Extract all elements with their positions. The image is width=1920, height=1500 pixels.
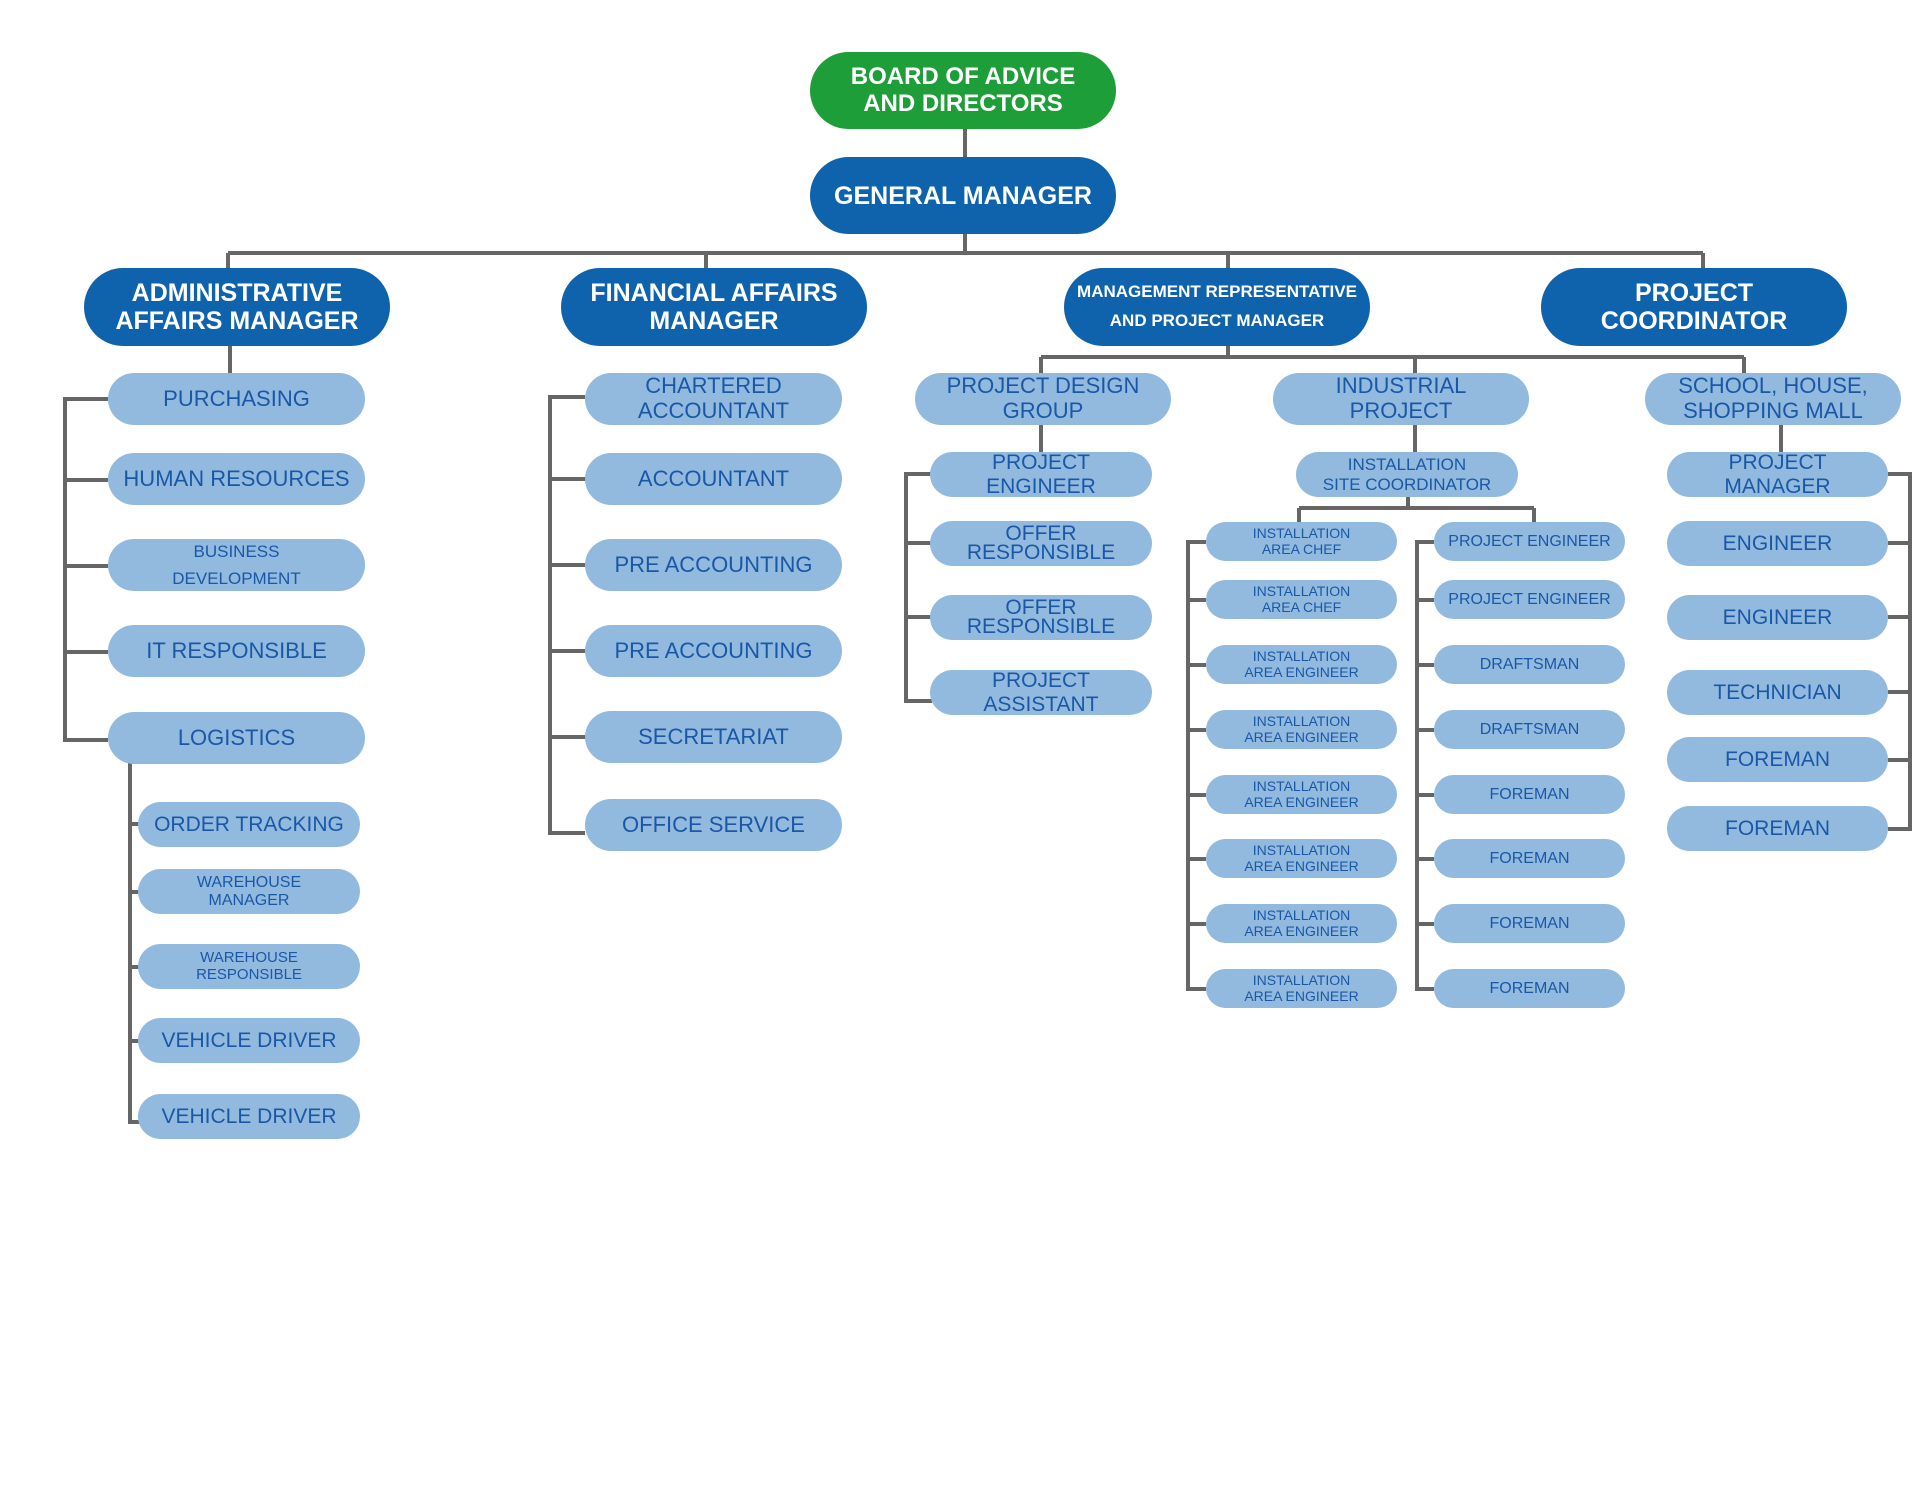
business-development-node: BUSINESS DEVELOPMENT	[108, 539, 365, 591]
project-coordinator-node: PROJECT COORDINATOR	[1541, 268, 1847, 346]
human-resources-node: HUMAN RESOURCES	[108, 453, 365, 505]
installation-node: INSTALLATION AREA ENGINEER	[1206, 775, 1397, 814]
industrial-staff-node: FOREMAN	[1434, 839, 1625, 878]
offer-responsible-node: OFFER RESPONSIBLE	[930, 521, 1152, 566]
installation-node: INSTALLATION AREA CHEF	[1206, 580, 1397, 619]
installation-node: INSTALLATION AREA ENGINEER	[1206, 645, 1397, 684]
installation-node: INSTALLATION AREA CHEF	[1206, 522, 1397, 561]
industrial-staff-node: PROJECT ENGINEER	[1434, 522, 1625, 561]
school-foreman-node: FOREMAN	[1667, 806, 1888, 851]
mgmt-rep-node: MANAGEMENT REPRESENTATIVE AND PROJECT MA…	[1064, 268, 1370, 346]
it-responsible-node: IT RESPONSIBLE	[108, 625, 365, 677]
industrial-staff-node: DRAFTSMAN	[1434, 710, 1625, 749]
school-project-manager-node: PROJECT MANAGER	[1667, 451, 1888, 498]
warehouse-manager-node: WAREHOUSE MANAGER	[138, 869, 360, 914]
offer-responsible-node: OFFER RESPONSIBLE	[930, 595, 1152, 640]
school-house-mall-node: SCHOOL, HOUSE, SHOPPING MALL	[1645, 373, 1901, 425]
admin-manager-node: ADMINISTRATIVE AFFAIRS MANAGER	[84, 268, 390, 346]
installation-node: INSTALLATION AREA ENGINEER	[1206, 710, 1397, 749]
school-technician-node: TECHNICIAN	[1667, 670, 1888, 715]
logistics-node: LOGISTICS	[108, 712, 365, 764]
project-assistant-node: PROJECT ASSISTANT	[930, 669, 1152, 716]
board-node: BOARD OF ADVICE AND DIRECTORS	[810, 52, 1116, 129]
vehicle-driver-node: VEHICLE DRIVER	[138, 1094, 360, 1139]
chartered-accountant-node: CHARTERED ACCOUNTANT	[585, 373, 842, 425]
industrial-project-node: INDUSTRIAL PROJECT	[1273, 373, 1529, 425]
school-engineer-node: ENGINEER	[1667, 521, 1888, 566]
pre-accounting-node: PRE ACCOUNTING	[585, 625, 842, 677]
industrial-staff-node: FOREMAN	[1434, 904, 1625, 943]
industrial-staff-node: FOREMAN	[1434, 969, 1625, 1008]
order-tracking-node: ORDER TRACKING	[138, 802, 360, 847]
installation-node: INSTALLATION AREA ENGINEER	[1206, 904, 1397, 943]
site-coordinator-node: INSTALLATION SITE COORDINATOR	[1296, 452, 1518, 497]
school-engineer-node: ENGINEER	[1667, 595, 1888, 640]
project-design-group-node: PROJECT DESIGN GROUP	[915, 373, 1171, 425]
secretariat-node: SECRETARIAT	[585, 711, 842, 763]
project-engineer-node: PROJECT ENGINEER	[930, 451, 1152, 498]
general-manager-node: GENERAL MANAGER	[810, 157, 1116, 234]
school-foreman-node: FOREMAN	[1667, 737, 1888, 782]
installation-node: INSTALLATION AREA ENGINEER	[1206, 969, 1397, 1008]
industrial-staff-node: DRAFTSMAN	[1434, 645, 1625, 684]
industrial-staff-node: PROJECT ENGINEER	[1434, 580, 1625, 619]
accountant-node: ACCOUNTANT	[585, 453, 842, 505]
warehouse-responsible-node: WAREHOUSE RESPONSIBLE	[138, 944, 360, 989]
purchasing-node: PURCHASING	[108, 373, 365, 425]
office-service-node: OFFICE SERVICE	[585, 799, 842, 851]
pre-accounting-node: PRE ACCOUNTING	[585, 539, 842, 591]
vehicle-driver-node: VEHICLE DRIVER	[138, 1018, 360, 1063]
finance-manager-node: FINANCIAL AFFAIRS MANAGER	[561, 268, 867, 346]
installation-node: INSTALLATION AREA ENGINEER	[1206, 839, 1397, 878]
industrial-staff-node: FOREMAN	[1434, 775, 1625, 814]
